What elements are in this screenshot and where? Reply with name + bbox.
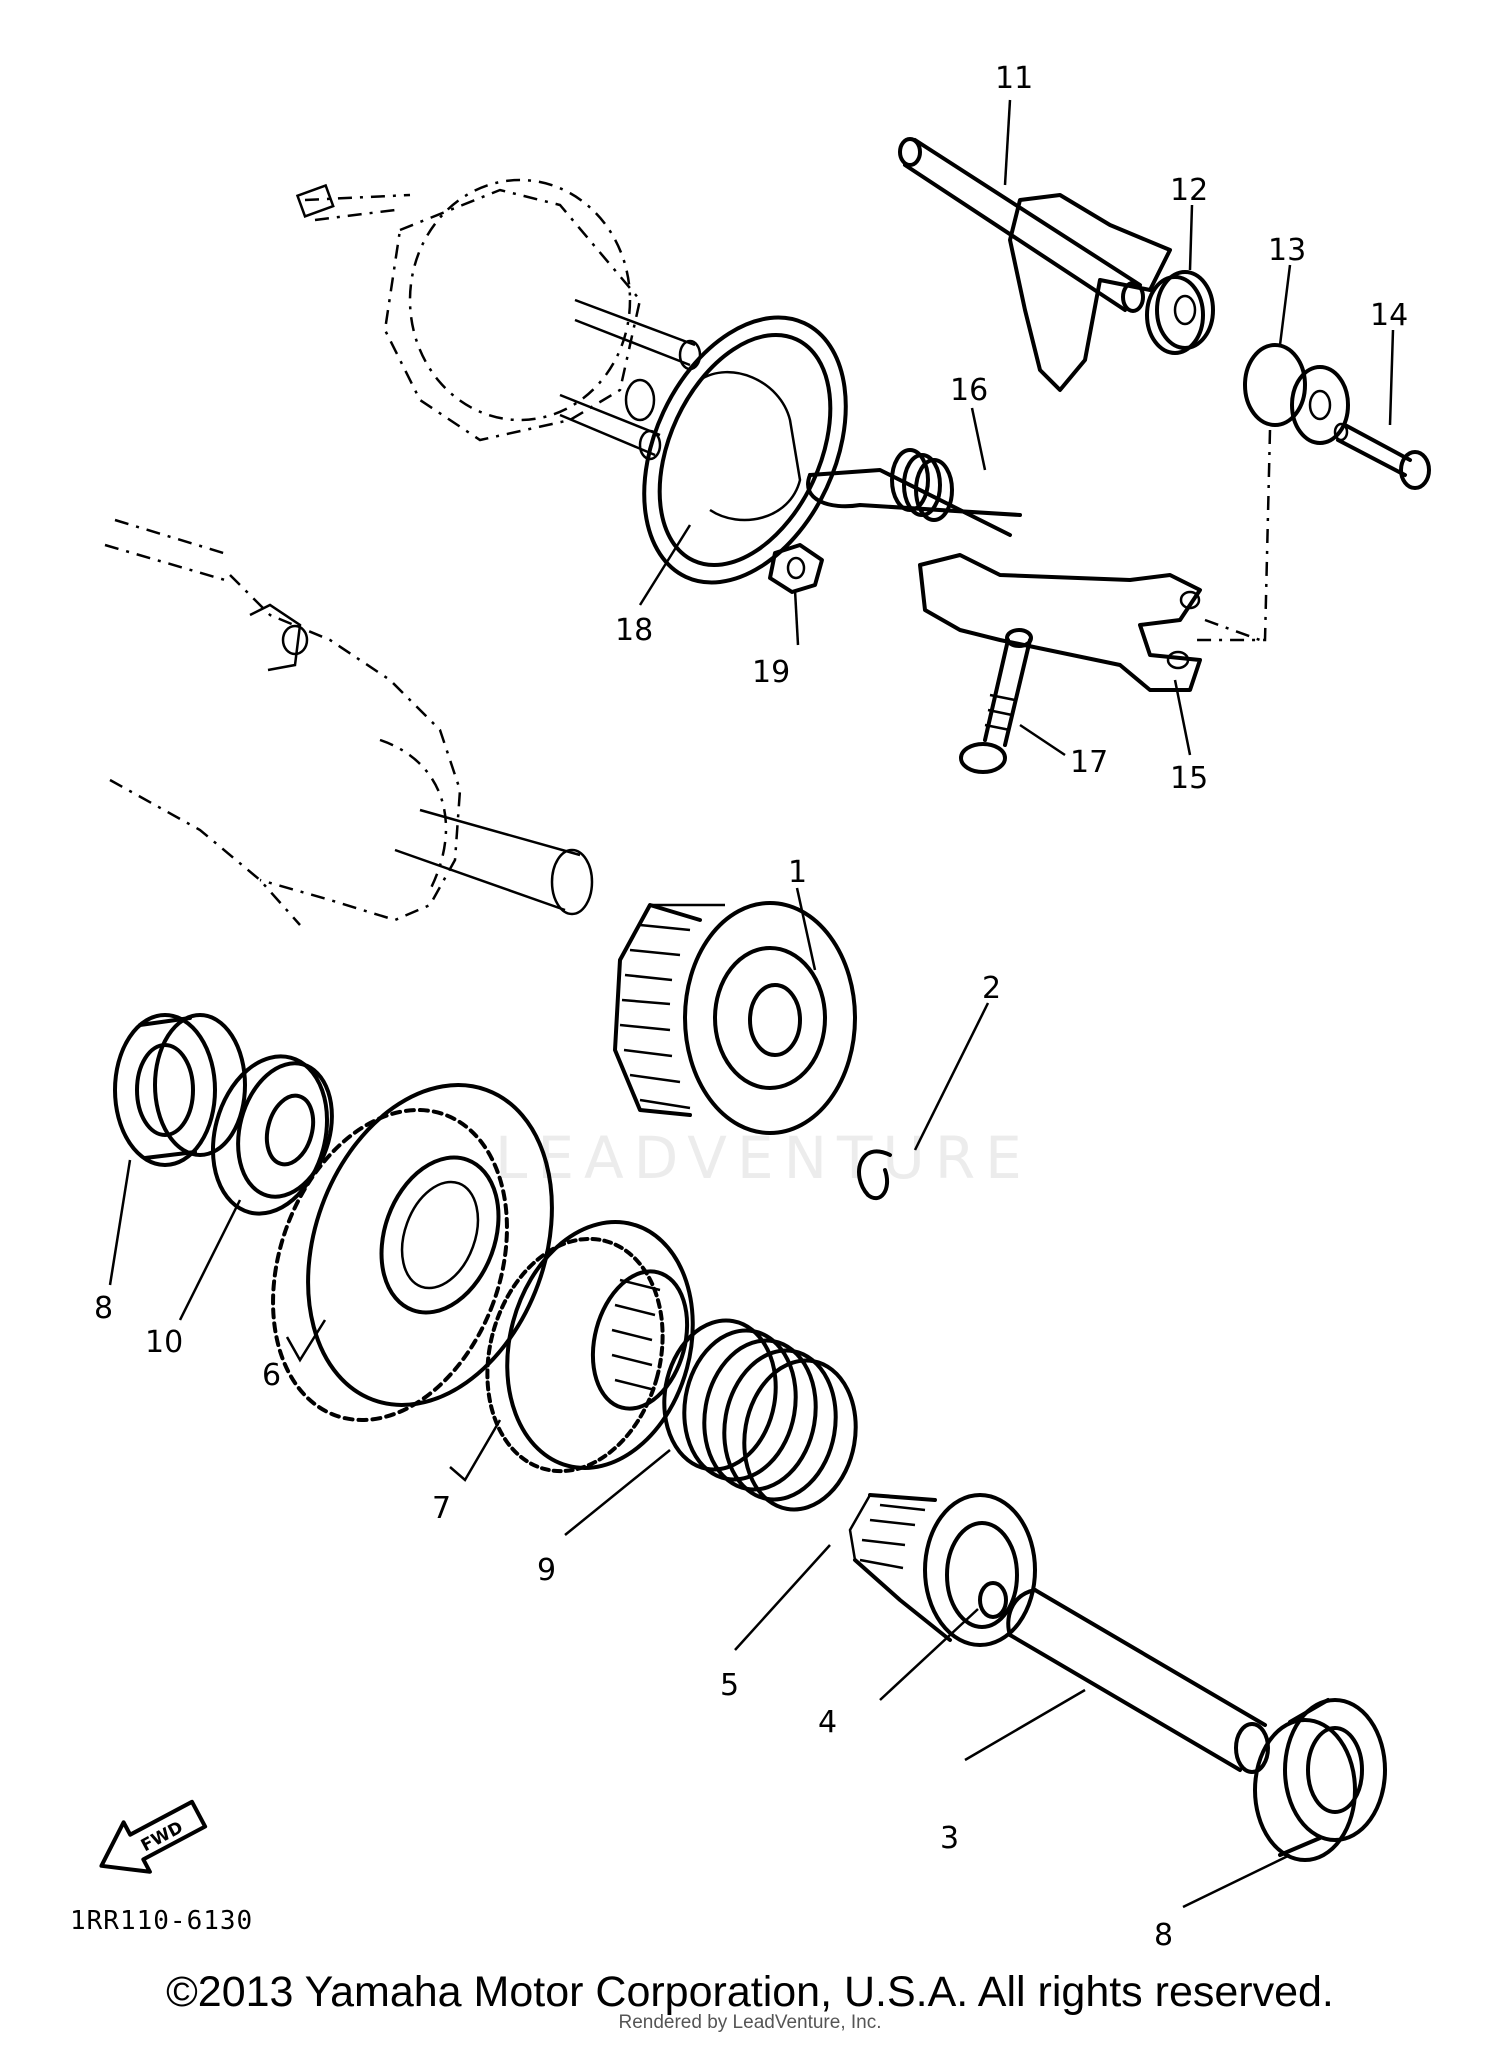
starter-solenoid-outline xyxy=(295,178,702,461)
part-8-bearing-right xyxy=(1253,1698,1387,1862)
callout-18: 18 xyxy=(615,613,653,648)
callouts: 1 2 3 4 5 6 7 8 8 9 10 11 12 13 14 15 16… xyxy=(94,61,1408,1953)
callout-10: 10 xyxy=(145,1325,183,1360)
part-6-large-gear xyxy=(271,1083,554,1422)
callout-14: 14 xyxy=(1370,298,1408,333)
callout-9: 9 xyxy=(537,1553,556,1588)
callout-4: 4 xyxy=(818,1705,837,1740)
part-17-bolt xyxy=(959,628,1033,774)
callout-13: 13 xyxy=(1268,233,1306,268)
copyright-notice: ©2013 Yamaha Motor Corporation, U.S.A. A… xyxy=(166,1968,1334,2016)
part-11-fork-shaft xyxy=(898,137,1172,392)
callout-3: 3 xyxy=(940,1821,959,1856)
part-19-nut xyxy=(768,543,824,594)
diagram-reference-code: 1RR110-6130 xyxy=(70,1906,254,1936)
part-13-collar xyxy=(1243,343,1350,445)
part-14-screw xyxy=(1333,422,1431,490)
leader-lines xyxy=(108,99,1395,1909)
callout-7: 7 xyxy=(432,1491,451,1526)
fwd-arrow-icon: FWD xyxy=(99,1799,208,1874)
part-8-bearing-left xyxy=(113,1013,247,1167)
callout-8-right: 8 xyxy=(1154,1918,1173,1953)
part-4-collar xyxy=(978,1581,1008,1619)
callout-5: 5 xyxy=(720,1668,739,1703)
part-7-idler-gear xyxy=(485,1220,695,1474)
callout-8-left: 8 xyxy=(94,1291,113,1326)
part-2-circlip xyxy=(857,1149,892,1201)
part-16-spring xyxy=(806,448,1022,537)
part-18-gasket xyxy=(642,315,848,585)
part-10-oil-seal xyxy=(210,1054,334,1216)
callout-17: 17 xyxy=(1070,745,1108,780)
callout-15: 15 xyxy=(1170,761,1208,796)
callout-16: 16 xyxy=(950,373,988,408)
part-5-gear-hub xyxy=(848,1493,1037,1647)
starter-motor-outline xyxy=(104,518,594,926)
part-12-washer xyxy=(1145,270,1215,355)
rendered-by-credit: Rendered by LeadVenture, Inc. xyxy=(618,2012,882,2033)
callout-1: 1 xyxy=(788,855,807,890)
part-9-spring xyxy=(662,1318,858,1512)
part-15-lever xyxy=(918,553,1202,692)
part-1-starter-clutch xyxy=(613,901,857,1135)
callout-19: 19 xyxy=(752,655,790,690)
part-3-shaft xyxy=(1006,1588,1270,1774)
alignment-lines xyxy=(1190,429,1272,642)
watermark: LEADVENTURE xyxy=(495,1124,1032,1192)
callout-12: 12 xyxy=(1170,173,1208,208)
callout-2: 2 xyxy=(982,971,1001,1006)
callout-11: 11 xyxy=(995,61,1033,96)
callout-6: 6 xyxy=(262,1358,281,1393)
